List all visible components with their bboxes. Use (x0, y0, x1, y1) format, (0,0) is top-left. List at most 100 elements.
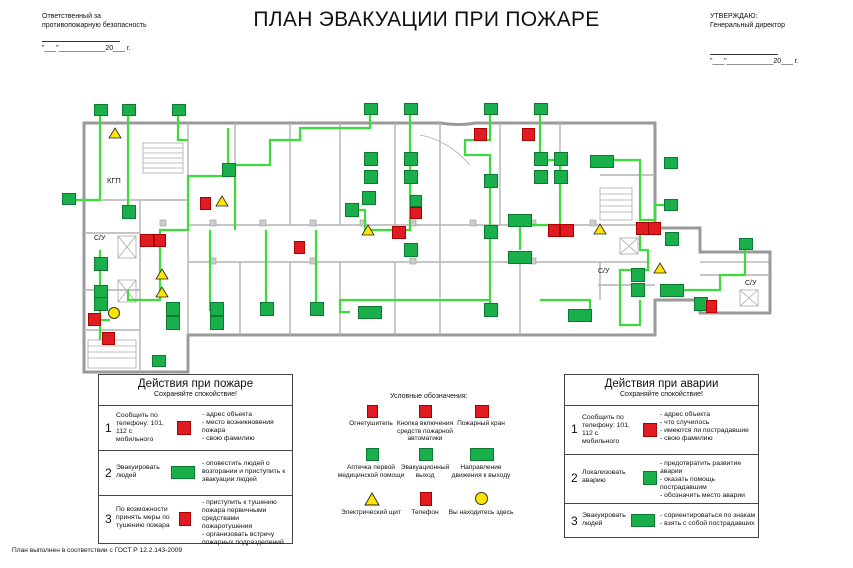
extinguisher-icon (706, 300, 717, 313)
page-title: ПЛАН ЭВАКУАЦИИ ПРИ ПОЖАРЕ (253, 8, 600, 31)
direction-arrow-icon (665, 232, 679, 246)
responsible-line1: Ответственный за (42, 13, 102, 20)
step-details: - оповестить людей о возгорании и присту… (202, 460, 286, 483)
direction-arrow-icon (631, 283, 645, 297)
legend-label: Вы находитесь здесь (448, 509, 514, 516)
fire-alarm-button-icon (648, 222, 661, 235)
fire-hydrant-icon (475, 405, 489, 418)
direction-arrow-icon (94, 297, 108, 311)
direction-arrow-icon (508, 214, 532, 227)
electric-panel-icon (108, 127, 122, 139)
phone-icon (420, 492, 432, 506)
exit-icon (534, 103, 548, 115)
direction-arrow-icon (122, 205, 136, 219)
direction-arrow-icon (484, 225, 498, 239)
electric-panel-icon (364, 492, 380, 506)
electric-panel-icon (593, 223, 607, 235)
you-are-here-icon (475, 492, 488, 505)
direction-arrow-icon (171, 466, 195, 479)
exit-icon (122, 104, 136, 116)
staircases (87, 134, 759, 369)
fire-step-3: 3 По возможности принять меры по тушению… (99, 495, 292, 546)
direction-arrow-icon (358, 306, 382, 319)
electric-panel-icon (215, 195, 229, 207)
direction-arrow-icon (94, 257, 108, 271)
direction-arrow-icon (534, 170, 548, 184)
fire-actions-subtitle: Сохраняйте спокойствие! (154, 391, 237, 398)
step-number: 1 (105, 421, 112, 435)
direction-arrow-icon (364, 170, 378, 184)
electric-panel-icon (155, 286, 169, 298)
direction-arrow-icon (210, 302, 224, 316)
direction-arrow-icon (568, 309, 592, 322)
direction-arrow-icon (534, 152, 548, 166)
direction-arrow-icon (260, 302, 274, 316)
direction-arrow-icon (310, 302, 324, 316)
direction-arrow-icon (364, 152, 378, 166)
legend-label: Направление движения к выходу (451, 464, 511, 479)
date-line-right: "___"____________20___ г. (710, 58, 799, 65)
step-number: 2 (105, 466, 112, 480)
step-details: - сориентироваться по знакам - взять с с… (660, 512, 756, 527)
extinguisher-icon (548, 224, 560, 237)
exit-icon (404, 103, 418, 115)
accident-actions-title: Действия при аварии (604, 378, 719, 390)
exit-icon (62, 193, 76, 205)
step-action: По возможности принять меры по тушению п… (116, 506, 170, 529)
room-su-label-2: С/У (598, 268, 610, 275)
fire-step-1: 1 Сообщить по телефону: 101, 112 с мобил… (99, 405, 292, 450)
first-aid-icon (366, 448, 379, 461)
extinguisher-icon (154, 234, 166, 247)
fire-hydrant-icon (560, 224, 574, 237)
electric-panel-icon (361, 224, 375, 236)
exit-icon (152, 355, 166, 367)
exit-icon (94, 104, 108, 116)
first-aid-icon (643, 471, 657, 485)
electric-panel-icon (155, 268, 169, 280)
accident-actions-panel: Действия при аварии Сохраняйте спокойств… (564, 374, 759, 538)
step-action: Сообщить по телефону: 101, 112 с мобильн… (116, 412, 164, 443)
step-action: Локализовать аварию (582, 469, 626, 484)
fire-actions-panel: Действия при пожаре Сохраняйте спокойств… (98, 374, 293, 546)
step-number: 2 (571, 471, 578, 485)
direction-arrow-icon (404, 243, 418, 257)
phone-icon (177, 421, 191, 435)
extinguisher-icon (367, 405, 378, 418)
direction-arrow-icon (470, 448, 494, 461)
direction-arrow-icon (484, 174, 498, 188)
room-su-label-1: С/У (94, 235, 106, 242)
step-action: Сообщить по телефону: 101, 112 с мобильн… (582, 414, 630, 445)
inner-walls (84, 123, 770, 372)
legend-title: Условные обозначения: (390, 393, 468, 400)
first-aid-icon (410, 195, 422, 207)
direction-arrow-icon (222, 163, 236, 177)
legend-label: Эвакуационный выход (400, 464, 450, 479)
direction-arrow-icon (345, 203, 359, 217)
legend-label: Электрический щит (341, 509, 401, 516)
accident-step-1: 1 Сообщить по телефону: 101, 112 с мобил… (565, 405, 758, 454)
fire-hydrant-icon (140, 234, 154, 247)
responsible-line2: противопожарную безопасность (42, 21, 147, 29)
direction-arrow-icon (166, 302, 180, 316)
accident-step-2: 2 Локализовать аварию - предотвратить ра… (565, 454, 758, 503)
exit-icon (364, 103, 378, 115)
director-label: Генеральный директор (710, 21, 786, 29)
step-details: - приступить к тушению пожара первичными… (202, 499, 284, 546)
phone-icon (410, 207, 422, 219)
direction-arrow-icon (554, 170, 568, 184)
extinguisher-icon (200, 197, 211, 210)
fire-hydrant-icon (392, 226, 406, 239)
step-details: - адрес объекта - что случилось - имеютс… (660, 411, 749, 442)
direction-arrow-icon (660, 284, 684, 297)
footer-gost: План выполнен в соответствии с ГОСТ Р 12… (12, 547, 183, 554)
direction-arrow-icon (404, 170, 418, 184)
legend-label: Аптечка первой медицинской помощи (337, 464, 405, 479)
signature-line (42, 30, 120, 42)
direction-arrow-icon (631, 268, 645, 282)
fire-actions-title: Действия при пожаре (137, 378, 254, 390)
step-action: Эвакуировать людей (582, 512, 626, 527)
direction-arrow-icon (166, 316, 180, 330)
you-are-here-icon (108, 307, 120, 319)
electric-panel-icon (653, 262, 667, 274)
